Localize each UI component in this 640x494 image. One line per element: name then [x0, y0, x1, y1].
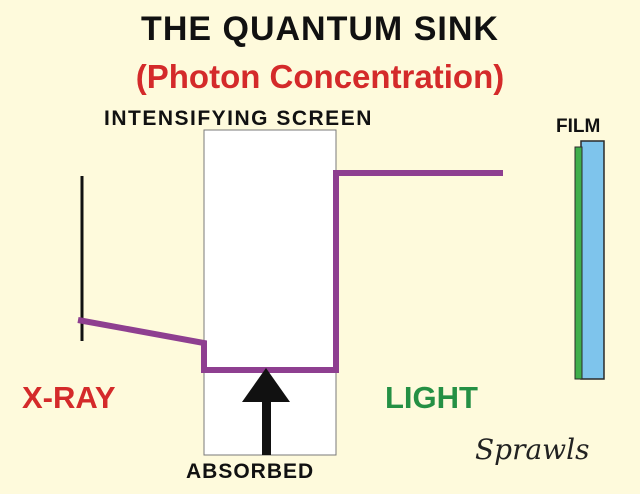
absorbed-arrow-shaft: [262, 398, 271, 455]
absorbed-label: ABSORBED: [186, 460, 315, 483]
absorbed-arrow-head: [242, 368, 290, 402]
diagram-subtitle: (Photon Concentration): [135, 58, 505, 95]
film-base: [580, 140, 605, 380]
light-label: LIGHT: [385, 380, 478, 415]
xray-label: X-RAY: [22, 380, 116, 415]
film-label: FILM: [556, 116, 601, 137]
film-emulsion: [574, 146, 583, 380]
intensifying-screen-label: INTENSIFYING SCREEN: [104, 107, 373, 130]
author-signature: Sprawls: [475, 433, 590, 466]
photon-concentration-line: [77, 170, 503, 373]
diagram-title: THE QUANTUM SINK: [141, 10, 499, 48]
